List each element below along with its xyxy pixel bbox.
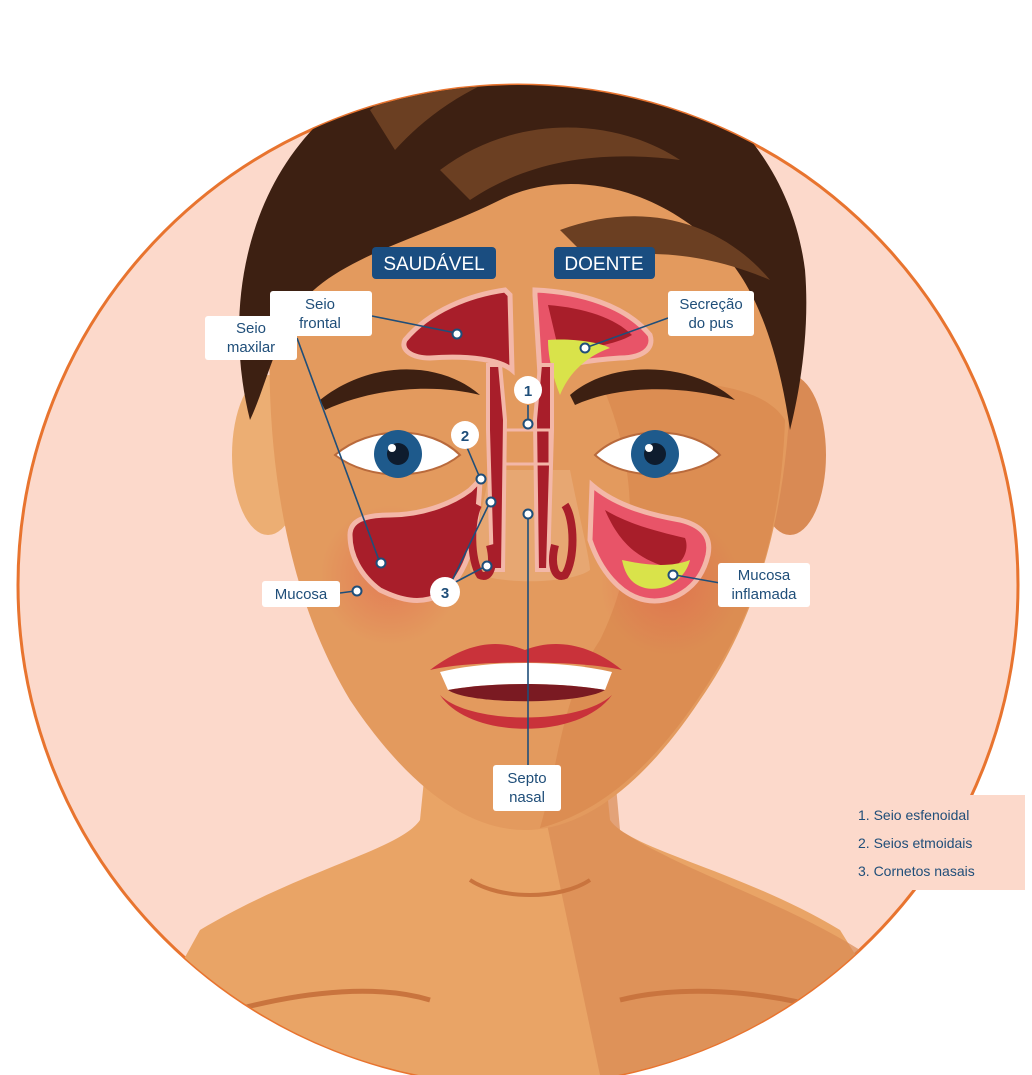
- marker-3: 3: [430, 577, 460, 607]
- header-healthy-text: SAUDÁVEL: [383, 254, 484, 275]
- label-inflamed-mucosa: Mucosa inflamada: [718, 563, 810, 607]
- label-septum-line1: Septo: [507, 770, 546, 787]
- label-mucosa: Mucosa: [262, 581, 340, 607]
- label-inflamed-mucosa-line1: Mucosa: [738, 567, 791, 584]
- dot-septum: [524, 510, 533, 519]
- label-pus: Secreção do pus: [668, 291, 754, 336]
- legend-item-2: 2. Seios etmoidais: [858, 835, 972, 851]
- legend-item-3: 3. Cornetos nasais: [858, 863, 975, 879]
- marker-2: 2: [451, 421, 479, 449]
- dot-mucosa: [353, 587, 362, 596]
- dot-pus: [581, 344, 590, 353]
- legend: 1. Seio esfenoidal 2. Seios etmoidais 3.…: [845, 795, 1025, 890]
- dot-1: [524, 420, 533, 429]
- ethmoid-column-left: [488, 365, 505, 570]
- label-frontal-sinus-line1: Seio: [305, 296, 335, 313]
- dot-inflamed: [669, 571, 678, 580]
- dot-maxillary: [377, 559, 386, 568]
- label-frontal-sinus-line2: frontal: [299, 315, 341, 332]
- eye-left-glint: [388, 444, 396, 452]
- label-inflamed-mucosa-line2: inflamada: [731, 586, 797, 603]
- label-septum-line2: nasal: [509, 789, 545, 806]
- label-pus-line2: do pus: [688, 315, 733, 332]
- header-healthy: SAUDÁVEL: [372, 247, 496, 279]
- header-diseased-text: DOENTE: [564, 254, 643, 275]
- dot-3b: [483, 562, 492, 571]
- label-pus-line1: Secreção: [679, 296, 742, 313]
- dot-2: [477, 475, 486, 484]
- label-maxillary-sinus-line2: maxilar: [227, 339, 275, 356]
- legend-item-1: 1. Seio esfenoidal: [858, 807, 969, 823]
- header-diseased: DOENTE: [554, 247, 655, 279]
- dot-3a: [487, 498, 496, 507]
- eye-right-glint: [645, 444, 653, 452]
- label-mucosa-line1: Mucosa: [275, 586, 328, 603]
- marker-1-text: 1: [524, 383, 532, 400]
- label-maxillary-sinus-line1: Seio: [236, 320, 266, 337]
- marker-2-text: 2: [461, 428, 469, 445]
- marker-3-text: 3: [441, 585, 449, 602]
- label-maxillary-sinus: Seio maxilar: [205, 316, 297, 360]
- dot-frontal: [453, 330, 462, 339]
- label-septum: Septo nasal: [493, 765, 561, 811]
- marker-1: 1: [514, 376, 542, 404]
